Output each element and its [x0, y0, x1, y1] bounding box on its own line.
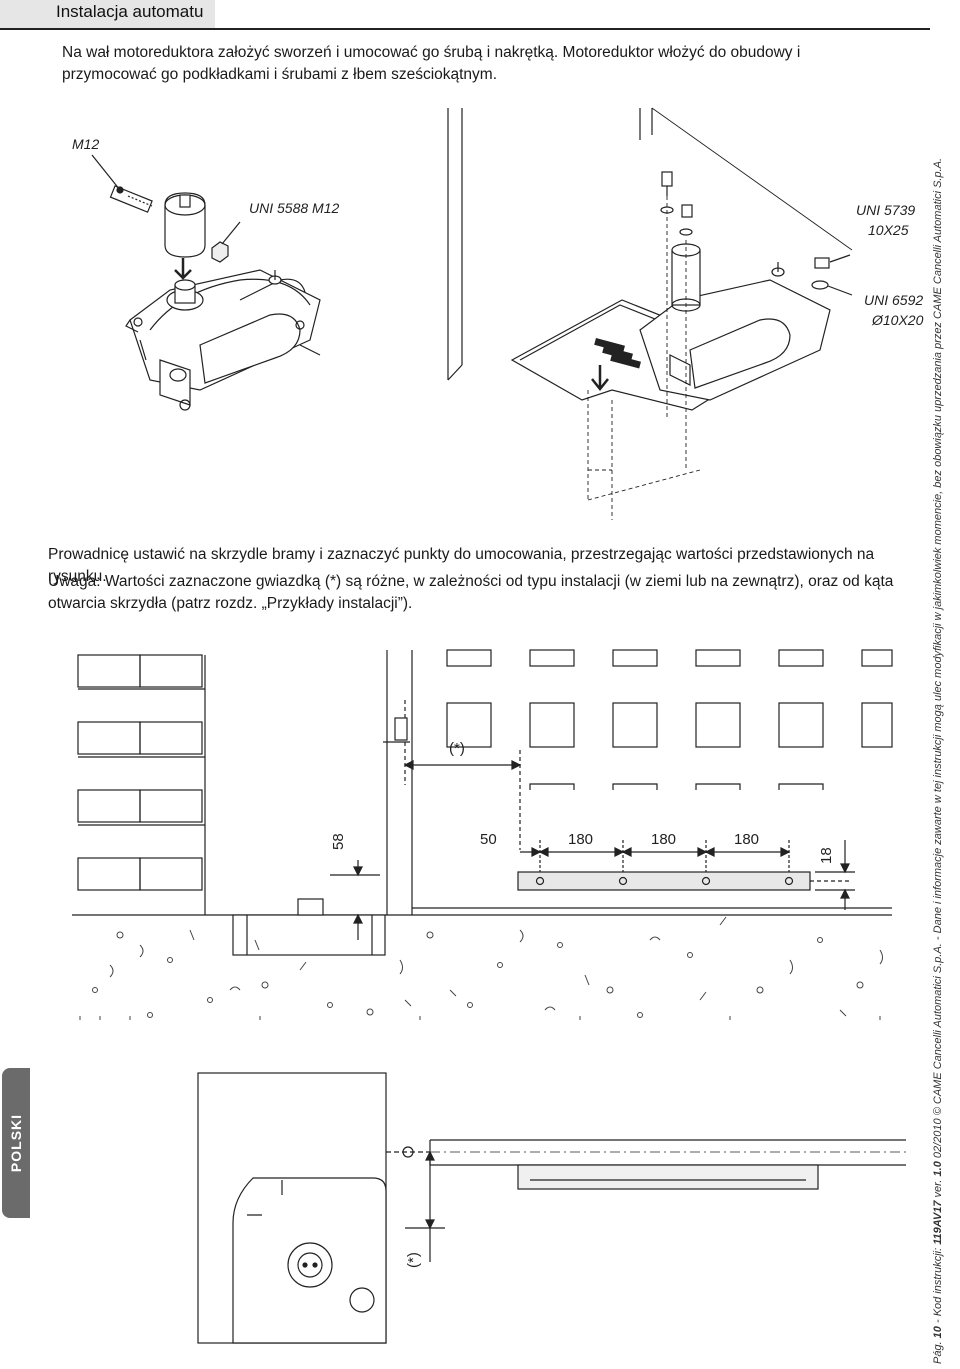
language-tab-label: POLSKI [8, 1113, 24, 1173]
ground-texture [79, 916, 883, 1020]
instruction-paragraph-3: Uwaga: Wartości zaznaczone gwiazdką (*) … [48, 573, 894, 612]
label-size-10x25: 10X25 [868, 222, 909, 238]
gate-panels [446, 649, 893, 790]
instruction-paragraph-2: Prowadnicę ustawić na skrzydle bramy i z… [48, 546, 875, 585]
label-uni6592: UNI 6592 [864, 292, 924, 308]
wall-bricks [77, 654, 205, 891]
dim-18: 18 [818, 847, 835, 864]
dim-180-1: 180 [568, 831, 594, 848]
instruction-paragraph-1: Na wał motoreduktora założyć sworzeń i u… [62, 44, 801, 83]
motor-assembly-figure [91, 107, 853, 520]
language-tab: POLSKI [2, 1068, 30, 1218]
section-header: Instalacja automatu [0, 0, 215, 29]
label-size-10x20: Ø10X20 [872, 312, 924, 328]
label-m12: M12 [72, 136, 100, 152]
dim-58: 58 [330, 833, 347, 850]
dim-50: 50 [480, 831, 497, 848]
section-title: Instalacja automatu [56, 2, 204, 21]
label-uni5588: UNI 5588 M12 [249, 200, 340, 216]
dim-180-2: 180 [651, 831, 677, 848]
dim-180-3: 180 [734, 831, 760, 848]
dim-star-top: (*) [449, 740, 465, 757]
footer-note: Pág. 10 - Kod instrukcji: 119AV17 ver. 1… [932, 157, 944, 1364]
dim-star-bottom: (*) [405, 1252, 422, 1268]
label-uni5739: UNI 5739 [856, 202, 916, 218]
header-rule [0, 28, 930, 30]
